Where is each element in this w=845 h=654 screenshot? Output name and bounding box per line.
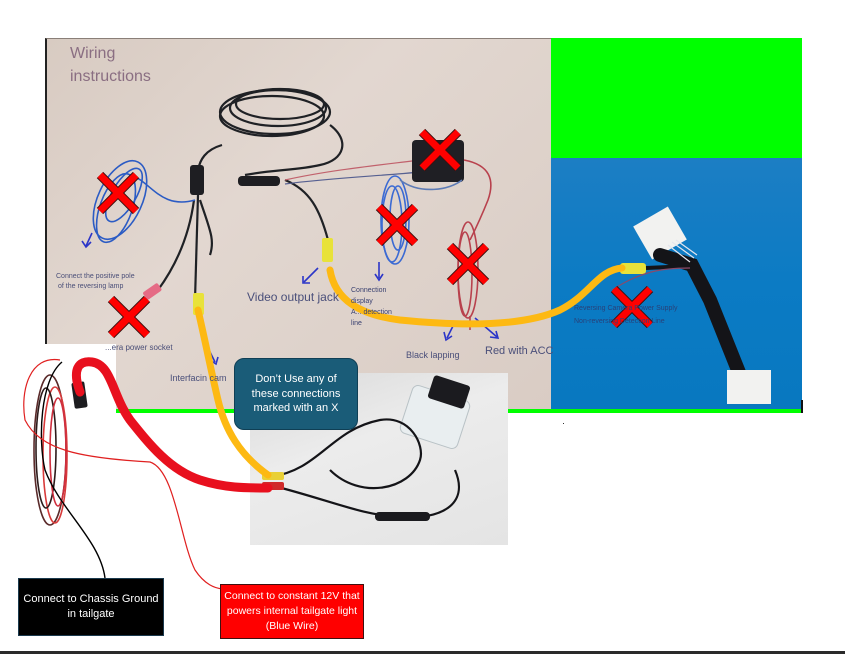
red-wire-coil bbox=[457, 159, 492, 330]
red-power-wire bbox=[72, 357, 273, 493]
x-mark bbox=[610, 285, 654, 329]
label-connection-2: display bbox=[351, 298, 373, 305]
label-camera-power: ...era power socket bbox=[105, 343, 173, 352]
label-connection-4: line bbox=[351, 320, 362, 327]
label-non-reversing: Non-reversing Detection Line bbox=[574, 318, 665, 325]
x-mark bbox=[96, 171, 140, 215]
power-note: Connect to constant 12V that powers inte… bbox=[220, 584, 364, 639]
x-mark bbox=[418, 128, 462, 172]
x-mark bbox=[446, 242, 490, 286]
label-positive-pole-1: Connect the positive pole bbox=[56, 273, 135, 280]
title-line-2: instructions bbox=[70, 68, 151, 85]
control-box bbox=[412, 140, 464, 182]
x-mark bbox=[375, 203, 419, 247]
blue-wire-coil-left bbox=[92, 160, 196, 244]
title-line-1: Wiring bbox=[70, 45, 116, 62]
red-power-socket bbox=[143, 283, 162, 300]
label-positive-pole-2: of the reversing lamp bbox=[58, 283, 124, 290]
x-mark bbox=[107, 295, 151, 339]
yellow-video-wire bbox=[194, 306, 272, 479]
yellow-video-wire-long bbox=[326, 264, 626, 328]
label-connection: Connection display A... detection line bbox=[351, 285, 392, 329]
inline-connector bbox=[238, 176, 280, 186]
power-lead-line bbox=[23, 359, 223, 590]
diagram-title: Wiring instructions bbox=[70, 42, 151, 88]
stray-dot bbox=[563, 423, 564, 424]
label-connection-3: A... detection bbox=[351, 309, 392, 316]
warning-callout: Don’t Use any of these connections marke… bbox=[234, 358, 358, 430]
harness-adapter bbox=[611, 206, 771, 404]
x-marks-group bbox=[96, 128, 654, 339]
label-connection-1: Connection bbox=[351, 287, 387, 294]
label-red-acc: Red with ACC bbox=[485, 345, 554, 357]
ground-note: Connect to Chassis Ground in tailgate bbox=[18, 578, 164, 636]
yellow-rca-video bbox=[322, 238, 333, 262]
label-interfacing-camera: Interfacin cam bbox=[170, 373, 227, 383]
ground-lead-line bbox=[40, 361, 106, 579]
label-reversing-supply: Reversing Camera Power Supply bbox=[574, 305, 678, 312]
bottom-rule bbox=[0, 651, 845, 654]
edge-line bbox=[801, 400, 803, 413]
label-black-lapping: Black lapping bbox=[406, 350, 460, 360]
green-fill-block bbox=[551, 38, 802, 158]
label-positive-pole: Connect the positive pole of the reversi… bbox=[56, 272, 135, 292]
label-video-output: Video output jack bbox=[247, 290, 339, 304]
black-cable-coil bbox=[157, 87, 344, 301]
splitter-block bbox=[190, 165, 204, 195]
